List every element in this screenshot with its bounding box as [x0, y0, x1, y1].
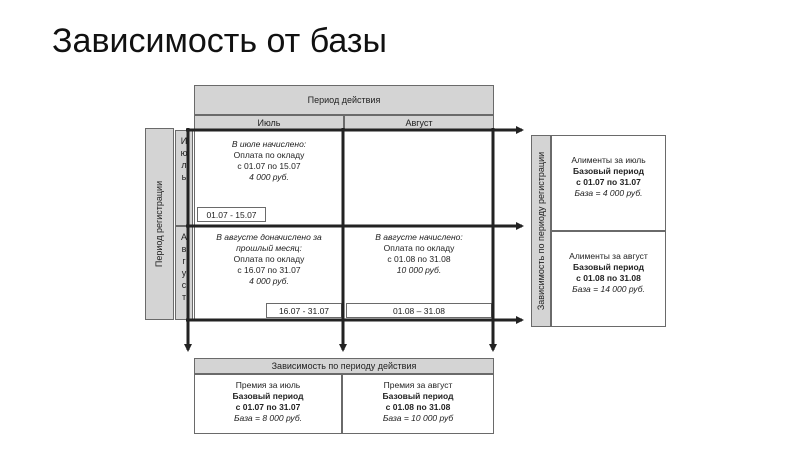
box-line: с 01.07 по 31.07: [576, 177, 641, 187]
cell-line: В июле начислено:: [231, 139, 307, 149]
slide-title: Зависимость от базы: [52, 22, 387, 60]
cell-line: с 01.07 по 15.07: [237, 161, 301, 171]
box-line: с 01.08 по 31.08: [576, 273, 641, 283]
box-line: Алименты за август: [569, 251, 648, 261]
cell-line: прошлый месяц:: [236, 243, 302, 253]
cell-line: Оплата по окладу: [233, 150, 305, 160]
cell-line: Оплата по окладу: [233, 254, 305, 264]
row-august-letter: А: [180, 232, 187, 242]
row-august-letter: в: [181, 244, 187, 254]
cell-line: 4 000 руб.: [249, 172, 289, 182]
box-line: База = 4 000 руб.: [574, 188, 643, 198]
box-line: База = 10 000 руб: [382, 413, 454, 423]
box-line: Премия за июль: [235, 380, 301, 390]
cell-july-july: В июле начислено: Оплата по окладу с 01.…: [200, 139, 338, 183]
row-july-letter: ю: [180, 148, 188, 158]
bonus-july-box: Премия за июль Базовый период с 01.07 по…: [194, 374, 342, 434]
box-line: Базовый период: [573, 166, 644, 176]
box-line: Базовый период: [382, 391, 454, 401]
row-august-letter: у: [181, 268, 187, 278]
cell-line: В августе доначислено за: [216, 232, 322, 242]
box-line: База = 14 000 руб.: [572, 284, 645, 294]
box-line: Премия за август: [383, 380, 453, 390]
row-july-letter: л: [181, 160, 187, 170]
dependency-registration-header: Зависимость по периоду регистрации: [531, 135, 551, 327]
row-august-letter: с: [181, 280, 187, 290]
alimony-july-box: Алименты за июль Базовый период с 01.07 …: [551, 135, 666, 231]
cell-line: с 16.07 по 31.07: [237, 265, 301, 275]
box-line: База = 8 000 руб.: [234, 413, 302, 423]
cell-line: с 01.08 по 31.08: [387, 254, 451, 264]
box-line: Базовый период: [573, 262, 644, 272]
box-line: с 01.07 по 31.07: [235, 402, 301, 412]
row-august-letter: г: [182, 256, 186, 266]
bonus-august-box: Премия за август Базовый период с 01.08 …: [342, 374, 494, 434]
cell-august-august: В августе начислено: Оплата по окладу с …: [348, 232, 490, 276]
cell-line: Оплата по окладу: [383, 243, 455, 253]
date-tag-0107-1507: 01.07 - 15.07: [197, 207, 266, 222]
row-august-letter: т: [181, 292, 187, 302]
box-line: Алименты за июль: [571, 155, 646, 165]
cell-line: 10 000 руб.: [396, 265, 442, 275]
row-july-letter: И: [180, 136, 188, 146]
row-july-letter: ь: [181, 172, 187, 182]
dependency-action-header: Зависимость по периоду действия: [194, 358, 494, 374]
box-line: с 01.08 по 31.08: [385, 402, 451, 412]
box-line: Базовый период: [232, 391, 304, 401]
cell-line: 4 000 руб.: [249, 276, 289, 286]
cell-line: В августе начислено:: [375, 232, 463, 242]
cell-august-july: В августе доначислено за прошлый месяц: …: [196, 232, 342, 287]
alimony-august-box: Алименты за август Базовый период с 01.0…: [551, 231, 666, 327]
period-registration-header: Период регистрации: [145, 128, 174, 320]
period-action-header: Период действия: [194, 85, 494, 115]
